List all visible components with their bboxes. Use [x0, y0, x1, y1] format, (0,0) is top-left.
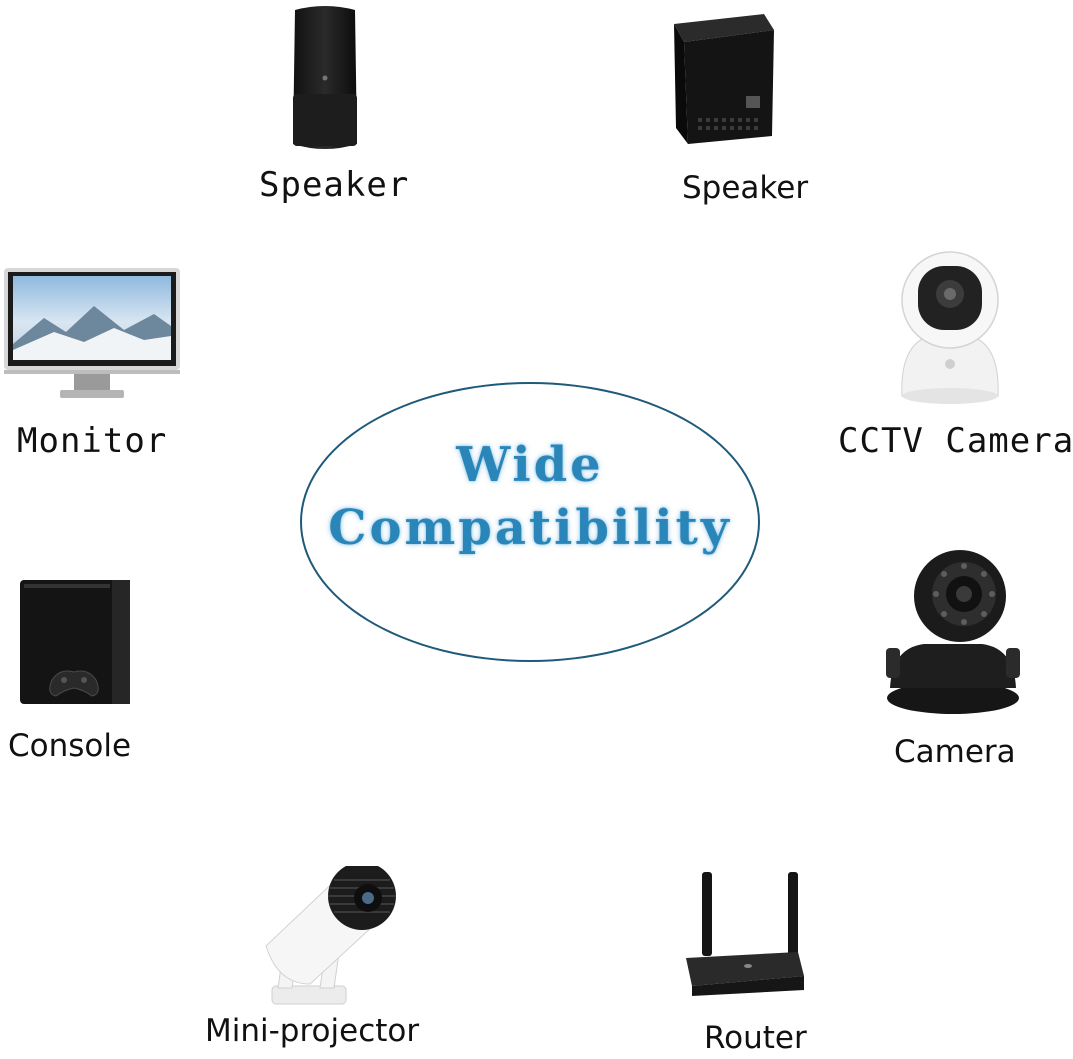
cctv-camera-label: CCTV Camera [838, 421, 1073, 461]
monitor-icon [4, 266, 180, 402]
router-icon [684, 868, 806, 998]
tall-speaker-icon [285, 4, 365, 154]
console-icon [16, 576, 132, 712]
speaker-label-left: Speaker [259, 165, 410, 205]
cube-speaker-icon [668, 10, 778, 150]
center-title-line1: Wide [456, 437, 604, 493]
projector-icon [258, 866, 404, 1008]
camera-icon [884, 548, 1022, 718]
monitor-label: Monitor [17, 421, 168, 461]
center-ellipse [300, 382, 760, 662]
router-label: Router [704, 1020, 807, 1056]
console-label: Console [8, 728, 132, 764]
center-title-line2: Compatibility [328, 500, 732, 556]
speaker-label-right: Speaker [682, 170, 809, 206]
cctv-camera-icon [894, 246, 1006, 406]
projector-label: Mini-projector [205, 1013, 420, 1049]
camera-label: Camera [894, 734, 1016, 770]
